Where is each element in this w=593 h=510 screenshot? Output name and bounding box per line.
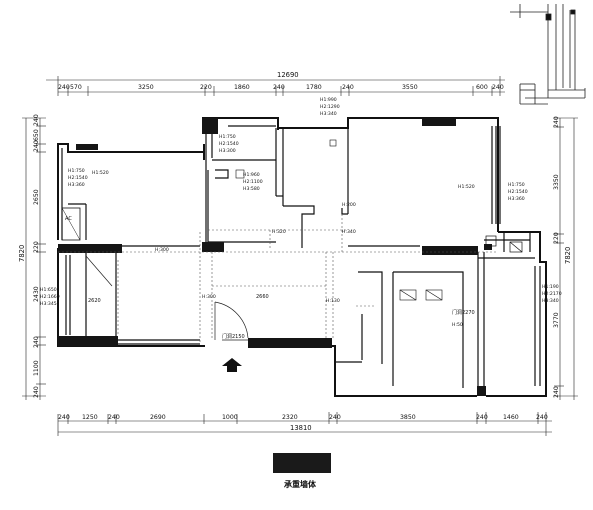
svg-text:1860: 1860 (234, 84, 250, 91)
beam-lines (58, 214, 498, 344)
svg-text:240: 240 (33, 336, 40, 348)
svg-text:H:300: H:300 (202, 294, 216, 300)
svg-text:240: 240 (492, 84, 504, 91)
right-dimension-line (554, 117, 578, 400)
svg-text:2650: 2650 (33, 189, 40, 205)
top-total-dim: 12690 (277, 71, 299, 79)
left-room-height: 2620 (88, 298, 101, 304)
svg-text:3770: 3770 (553, 312, 560, 328)
bottom-segment-dims: 240 1250 240 2690 1000 2320 240 3850 240… (58, 414, 548, 421)
svg-text:H2:2170: H2:2170 (542, 291, 562, 297)
svg-text:H:320: H:320 (272, 229, 286, 235)
svg-text:3850: 3850 (400, 414, 416, 421)
svg-text:240: 240 (553, 386, 560, 398)
svg-text:240: 240 (58, 84, 70, 91)
room-labels: 2620 2660 门洞2150 门洞2270 (88, 294, 475, 340)
svg-text:240: 240 (108, 414, 120, 421)
svg-text:3350: 3350 (553, 174, 560, 190)
window-notes: H1:750 H2:1540 H3:360 H1:520 H1:750 H2:1… (40, 97, 562, 307)
svg-text:H:50: H:50 (452, 322, 463, 328)
svg-text:H2:1660: H2:1660 (40, 294, 60, 300)
svg-text:240: 240 (476, 414, 488, 421)
right-segment-dims: 240 3350 220 3770 240 (553, 116, 560, 398)
svg-text:2430: 2430 (33, 286, 40, 302)
kitchen-appliances (235, 139, 443, 301)
svg-text:570: 570 (70, 84, 82, 91)
bearing-walls (58, 118, 492, 396)
left-dimension-line (22, 117, 46, 400)
svg-text:H2:1290: H2:1290 (320, 104, 340, 110)
svg-text:240: 240 (33, 386, 40, 398)
right-total-dim: 7820 (564, 247, 572, 264)
svg-text:H1:520: H1:520 (92, 170, 109, 176)
svg-text:H1:960: H1:960 (243, 172, 260, 178)
svg-text:1100: 1100 (33, 360, 40, 376)
svg-text:240: 240 (33, 140, 40, 152)
entry-arrow-icon (222, 358, 242, 372)
svg-text:H2:1540: H2:1540 (508, 189, 528, 195)
left-total-dim: 7820 (18, 245, 26, 262)
svg-text:H1:190: H1:190 (542, 284, 559, 290)
adjacent-structure (510, 4, 586, 105)
top-segment-dims: 240 570 3250 220 1860 240 1780 240 3550 … (58, 84, 504, 91)
balcony-unit (485, 235, 523, 253)
svg-text:H:200: H:200 (342, 202, 356, 208)
svg-text:H2:1540: H2:1540 (68, 175, 88, 181)
svg-text:H3:580: H3:580 (243, 186, 260, 192)
svg-text:220: 220 (200, 84, 212, 91)
balcony-door-label: 门洞2270 (452, 309, 475, 316)
legend-label: 承重墙体 (284, 479, 317, 489)
svg-text:H3:300: H3:300 (219, 148, 236, 154)
svg-text:H3:360: H3:360 (508, 196, 525, 202)
svg-text:1250: 1250 (82, 414, 98, 421)
svg-text:3250: 3250 (138, 84, 154, 91)
ac-unit: AC (61, 207, 81, 241)
svg-text:H3:340: H3:340 (320, 111, 337, 117)
svg-text:H1:520: H1:520 (458, 184, 475, 190)
svg-text:1460: 1460 (503, 414, 519, 421)
svg-text:240: 240 (342, 84, 354, 91)
svg-text:H1:990: H1:990 (320, 97, 337, 103)
svg-text:H2:1100: H2:1100 (243, 179, 263, 185)
exterior-walls (57, 117, 547, 397)
svg-text:H:130: H:130 (326, 298, 340, 304)
top-dimension-line (46, 76, 505, 96)
svg-text:H3:360: H3:360 (68, 182, 85, 188)
svg-text:H2:1540: H2:1540 (219, 141, 239, 147)
svg-text:H1:750: H1:750 (219, 134, 236, 140)
legend-swatch (273, 453, 331, 473)
living-height: 2660 (256, 294, 269, 300)
svg-text:240: 240 (536, 414, 548, 421)
svg-text:H:340: H:340 (342, 229, 356, 235)
svg-text:240: 240 (553, 116, 560, 128)
entry-door-label: 门洞2150 (222, 333, 245, 340)
svg-text:H1:650: H1:650 (40, 287, 57, 293)
entry-door (214, 301, 249, 341)
svg-text:H1:750: H1:750 (508, 182, 525, 188)
svg-text:240: 240 (329, 414, 341, 421)
svg-text:240: 240 (58, 414, 70, 421)
svg-text:H3:345: H3:345 (40, 301, 57, 307)
svg-text:H:300: H:300 (155, 247, 169, 253)
svg-text:1780: 1780 (306, 84, 322, 91)
svg-text:600: 600 (476, 84, 488, 91)
svg-text:H1:750: H1:750 (68, 168, 85, 174)
bottom-total-dim: 13810 (290, 424, 312, 432)
svg-text:2320: 2320 (282, 414, 298, 421)
svg-text:H3:340: H3:340 (542, 298, 559, 304)
ac-label: AC (65, 216, 72, 222)
svg-text:240: 240 (273, 84, 285, 91)
beam-labels: H:300 H:320 H:200 H:340 H:300 H:130 H:50 (155, 202, 463, 328)
svg-text:3550: 3550 (402, 84, 418, 91)
svg-text:220: 220 (33, 241, 40, 253)
svg-text:2690: 2690 (150, 414, 166, 421)
bottom-dimension-line (57, 412, 552, 436)
svg-text:650: 650 (33, 129, 40, 141)
left-room-door (85, 255, 113, 287)
svg-text:1000: 1000 (222, 414, 238, 421)
svg-text:240: 240 (33, 114, 40, 126)
left-segment-dims: 240 650 240 2650 220 2430 240 1100 240 (33, 114, 40, 398)
svg-text:220: 220 (553, 232, 560, 244)
